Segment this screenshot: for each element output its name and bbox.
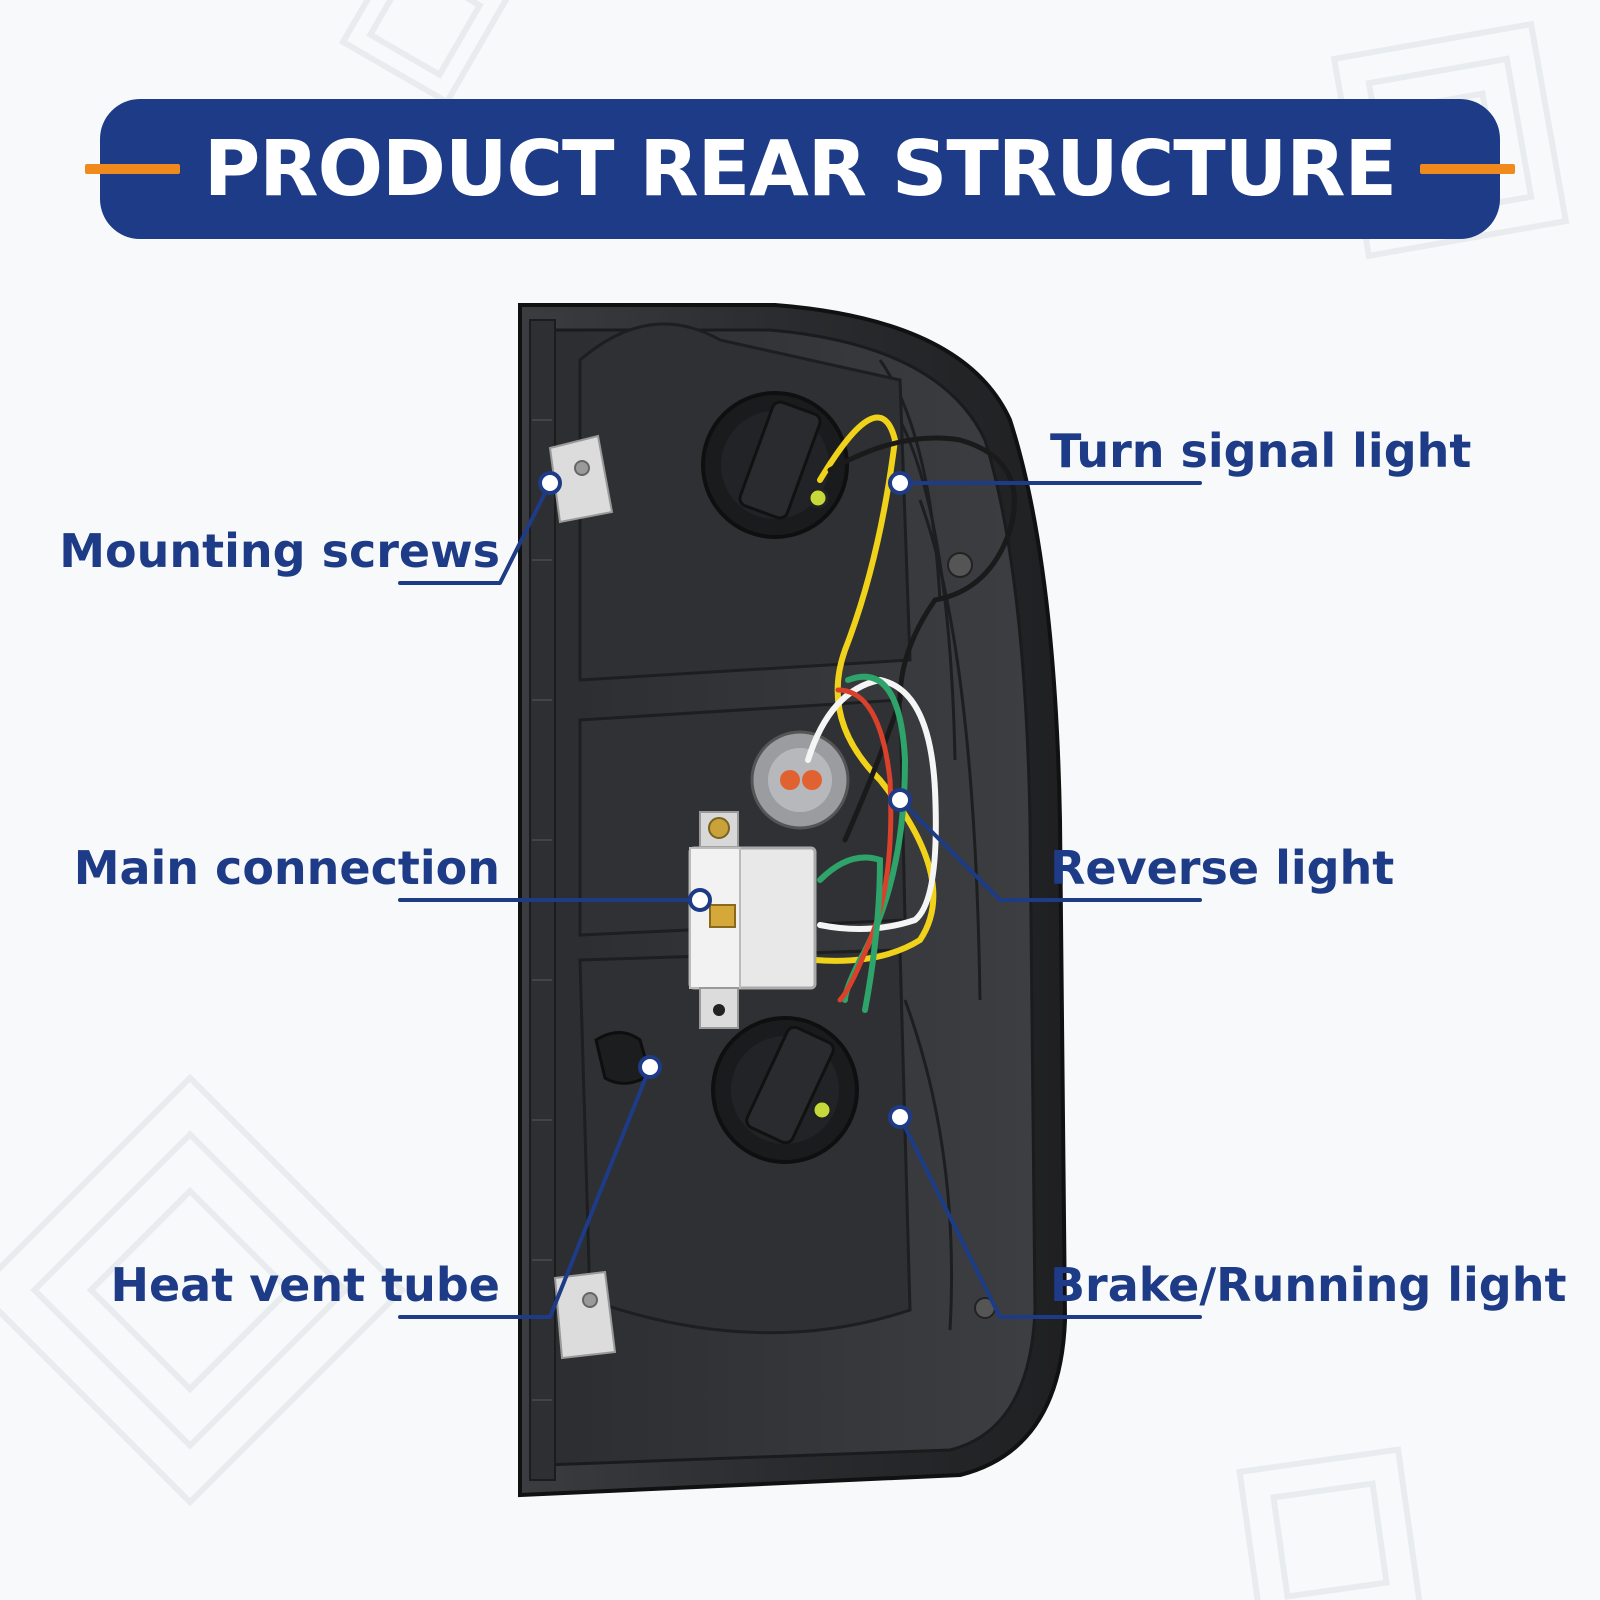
label-turn-signal-light: Turn signal light [1050, 424, 1472, 478]
marker-turn-signal [888, 471, 912, 495]
leader-brake-running [898, 1115, 1202, 1319]
marker-reverse [888, 788, 912, 812]
brake-running-socket [711, 1016, 859, 1164]
main-connector [688, 811, 817, 1029]
marker-main-connection [688, 888, 712, 912]
title-banner: PRODUCT REAR STRUCTURE [84, 99, 1516, 239]
leader-heat-vent-tube [398, 1065, 652, 1319]
label-reverse-light: Reverse light [1050, 841, 1395, 895]
marker-mounting-screws [538, 471, 562, 495]
label-brake-running-light: Brake/Running light [1050, 1258, 1567, 1312]
mounting-bracket-top [548, 434, 614, 524]
page-title: PRODUCT REAR STRUCTURE [203, 124, 1397, 214]
marker-brake-running [888, 1105, 912, 1129]
leader-reverse [898, 798, 1202, 902]
marker-heat-vent-tube [638, 1055, 662, 1079]
label-mounting-screws: Mounting screws [59, 524, 500, 578]
reverse-socket [750, 730, 850, 830]
title-dash-left [84, 164, 180, 174]
turn-signal-socket [701, 391, 849, 539]
label-main-connection: Main connection [73, 841, 500, 895]
title-dash-right [1420, 164, 1516, 174]
leader-mounting-screws [398, 481, 552, 585]
mounting-bracket-bottom [553, 1270, 617, 1360]
label-heat-vent-tube: Heat vent tube [110, 1258, 500, 1312]
